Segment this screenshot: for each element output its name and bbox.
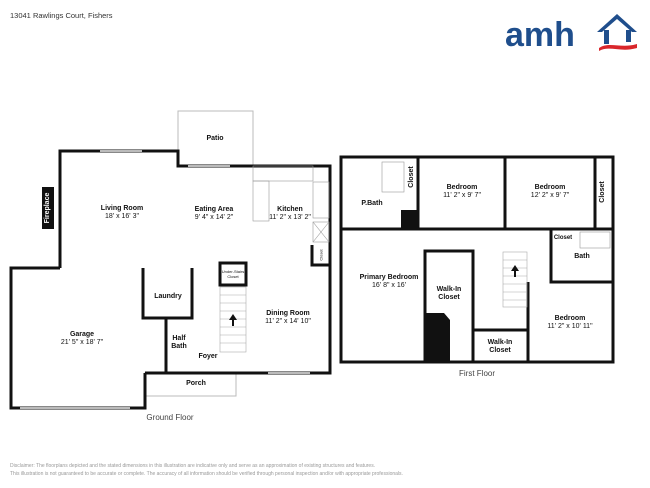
ground-floor-label: Ground Floor <box>146 413 194 422</box>
room-closet-1: Closet <box>408 166 415 188</box>
room-bath: Bath <box>574 253 590 260</box>
room-porch: Porch <box>186 380 206 387</box>
room-fireplace: Fireplace <box>44 192 51 224</box>
room-closet-2: Closet <box>599 181 606 203</box>
property-address: 13041 Rawlings Court, Fishers <box>10 11 113 20</box>
disclaimer: Disclaimer: The floorplans depicted and … <box>10 462 650 478</box>
room-walk-in-closet-2: Walk-In Closet <box>487 339 513 354</box>
room-foyer: Foyer <box>198 353 218 360</box>
room-laundry: Laundry <box>154 293 182 300</box>
amh-logo: amh <box>505 14 637 53</box>
first-floor-label: First Floor <box>459 369 495 378</box>
room-half-bath: Half Bath <box>171 335 187 350</box>
room-walk-in-closet-1: Walk-In Closet <box>436 286 462 301</box>
disclaimer-line-2: This illustration is not guaranteed to b… <box>10 471 403 477</box>
disclaimer-line-1: Disclaimer: The floorplans depicted and … <box>10 463 376 469</box>
room-p-bath: P.Bath <box>361 200 383 207</box>
room-closet-3: Closet <box>553 235 573 241</box>
room-under-stairs-closet: Under-Stairs Closet <box>221 269 245 279</box>
room-kitchen-closet: Closet <box>318 249 324 261</box>
room-patio: Patio <box>206 135 224 142</box>
svg-text:amh: amh <box>505 16 575 53</box>
